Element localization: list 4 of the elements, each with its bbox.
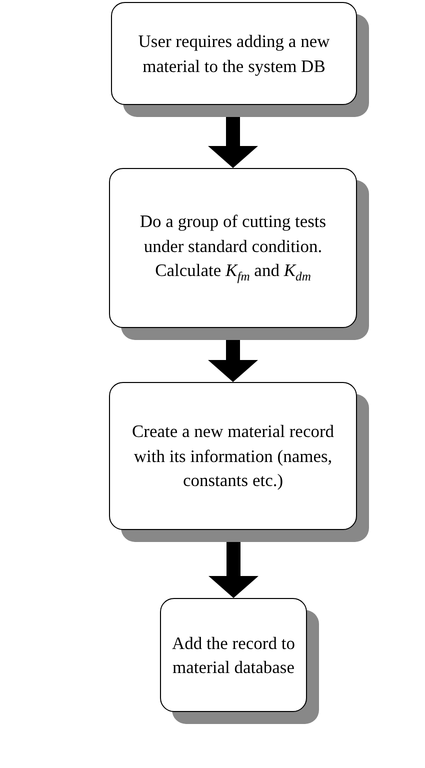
box-text: User requires adding a new material to the system DB [137,30,331,78]
box-text: Create a new material record with its information (names, constants etc.) [130,420,336,492]
box-text: Do a group of cutting tests under standard condition. Calculate K$_{fm}$ and K$_{dm}$ [138,210,328,286]
box-text: Add the record to material database [171,632,296,679]
